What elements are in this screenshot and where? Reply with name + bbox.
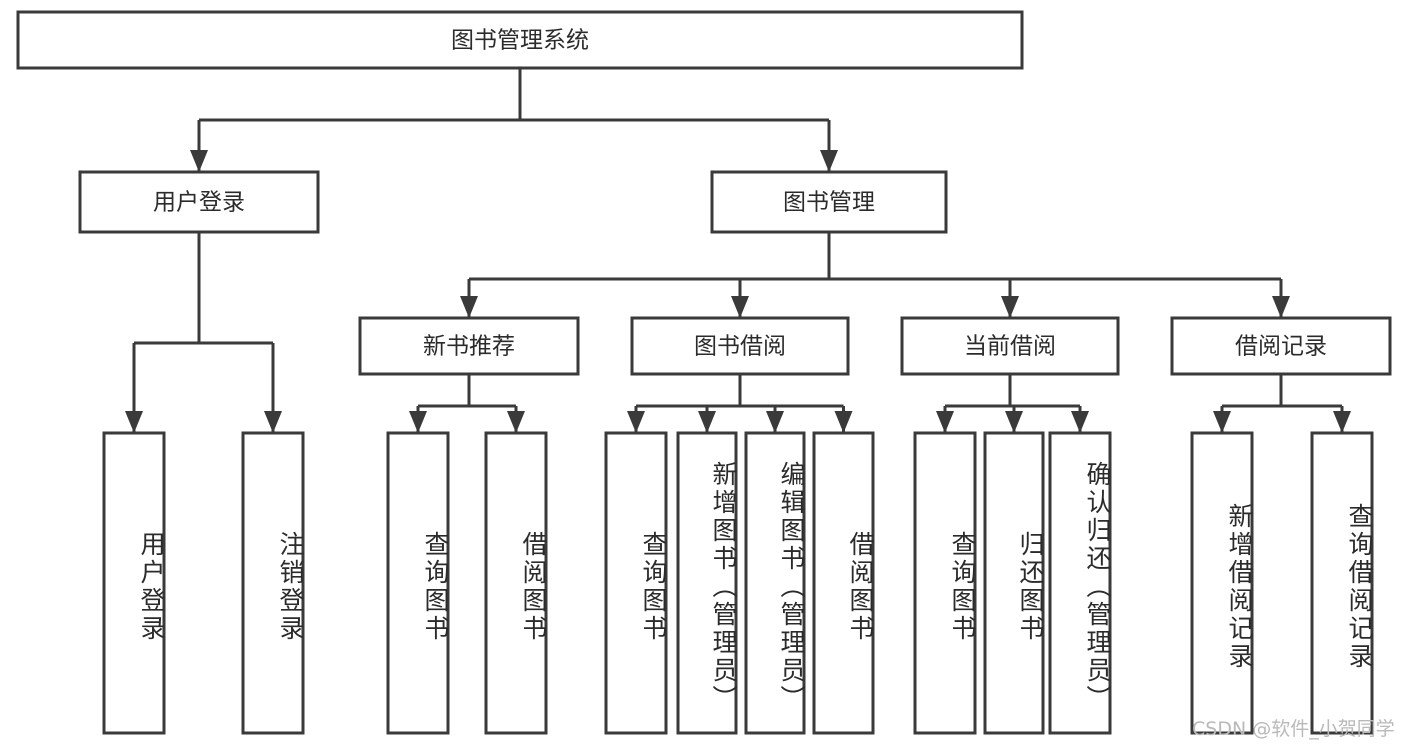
- csdn-watermark: CSDN @软件_小贺同学: [1192, 718, 1395, 740]
- node-leaf-edit-book[interactable]: [744, 431, 806, 735]
- node-new-book-rec[interactable]: [358, 316, 580, 376]
- node-current-borrow-label: 当前借阅: [964, 334, 1056, 360]
- node-leaf-query-record[interactable]: [1310, 431, 1374, 735]
- arrow-head-icon: [1001, 296, 1019, 318]
- arrow-head-icon: [936, 411, 954, 433]
- connectors-layer: [125, 68, 1351, 433]
- node-new-book-rec-label: 新书推荐: [423, 334, 515, 360]
- node-book-borrow-label: 图书借阅: [694, 334, 786, 360]
- arrow-head-icon: [1213, 411, 1231, 433]
- node-book-manage[interactable]: [710, 170, 948, 234]
- node-leaf-add-record[interactable]: [1190, 431, 1254, 735]
- node-borrow-record-label: 借阅记录: [1235, 334, 1327, 360]
- node-root[interactable]: [16, 10, 1024, 70]
- arrow-head-icon: [820, 150, 838, 172]
- node-leaf-return-book[interactable]: [983, 431, 1045, 735]
- node-leaf-borrow-book-2[interactable]: [812, 431, 875, 735]
- arrow-head-icon: [698, 411, 716, 433]
- node-leaf-query-book-2[interactable]: [604, 431, 668, 735]
- node-leaf-confirm-return[interactable]: [1048, 431, 1112, 735]
- arrow-head-icon: [627, 411, 645, 433]
- node-current-borrow[interactable]: [900, 316, 1120, 376]
- arrow-head-icon: [190, 150, 208, 172]
- node-book-manage-label: 图书管理: [783, 190, 875, 216]
- arrow-head-icon: [834, 411, 853, 433]
- node-root-label: 图书管理系统: [451, 28, 589, 54]
- boxes-layer: [16, 10, 1392, 735]
- arrow-head-icon: [1005, 411, 1023, 433]
- arrow-head-icon: [1071, 411, 1089, 433]
- arrow-head-icon: [264, 411, 282, 433]
- node-leaf-query-book-1[interactable]: [386, 431, 450, 735]
- node-leaf-user-login[interactable]: [102, 431, 166, 735]
- node-user-login[interactable]: [78, 170, 320, 234]
- arrow-head-icon: [125, 411, 143, 433]
- node-leaf-logout[interactable]: [241, 431, 305, 735]
- node-borrow-record[interactable]: [1170, 316, 1392, 376]
- arrow-head-icon: [507, 411, 525, 433]
- node-book-borrow[interactable]: [630, 316, 850, 376]
- node-leaf-borrow-book-1[interactable]: [484, 431, 548, 735]
- arrow-head-icon: [1272, 296, 1290, 318]
- arrow-head-icon: [409, 411, 427, 433]
- arrow-head-icon: [731, 296, 749, 318]
- arrow-head-icon: [460, 296, 478, 318]
- node-leaf-query-book-3[interactable]: [913, 431, 977, 735]
- arrow-head-icon: [1333, 411, 1351, 433]
- arrow-head-icon: [766, 411, 784, 433]
- node-leaf-add-book[interactable]: [676, 431, 738, 735]
- node-user-login-label: 用户登录: [153, 190, 245, 216]
